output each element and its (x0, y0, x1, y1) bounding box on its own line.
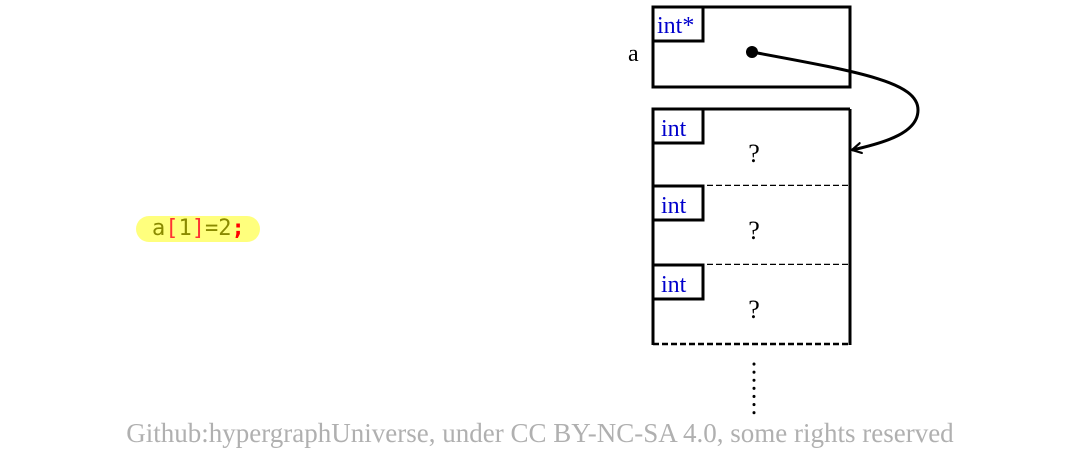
pointer-type-label: int* (657, 13, 694, 39)
code-token: = (205, 216, 219, 241)
array-cell: int ? (651, 263, 852, 346)
cell-value: ? (748, 295, 760, 324)
array-cell: int ? (651, 107, 852, 188)
array-cells: int ? int ? int ? (651, 107, 852, 346)
code-token: a (152, 216, 166, 241)
pointer-box: int* (651, 5, 852, 89)
array-cell: int ? (651, 184, 852, 267)
cell-type-label: int (661, 193, 687, 219)
cell-type-label: int (661, 272, 687, 298)
cell-type-label: int (661, 116, 687, 142)
code-text: a[1]=2; (136, 216, 245, 241)
code-token: 2 (218, 216, 232, 241)
cell-value: ? (748, 216, 760, 245)
code-highlight (136, 216, 260, 242)
code-token: [ (165, 216, 179, 241)
code-line: a[1]=2; (136, 214, 266, 244)
pointer-arrow (751, 50, 920, 150)
code-token: ] (191, 216, 205, 241)
pointer-var-name: a (628, 41, 639, 67)
code-token: ; (231, 216, 245, 241)
code-token: 1 (178, 216, 192, 241)
cell-value: ? (748, 139, 760, 168)
license-footer: Github:hypergraphUniverse, under CC BY-N… (126, 418, 954, 448)
